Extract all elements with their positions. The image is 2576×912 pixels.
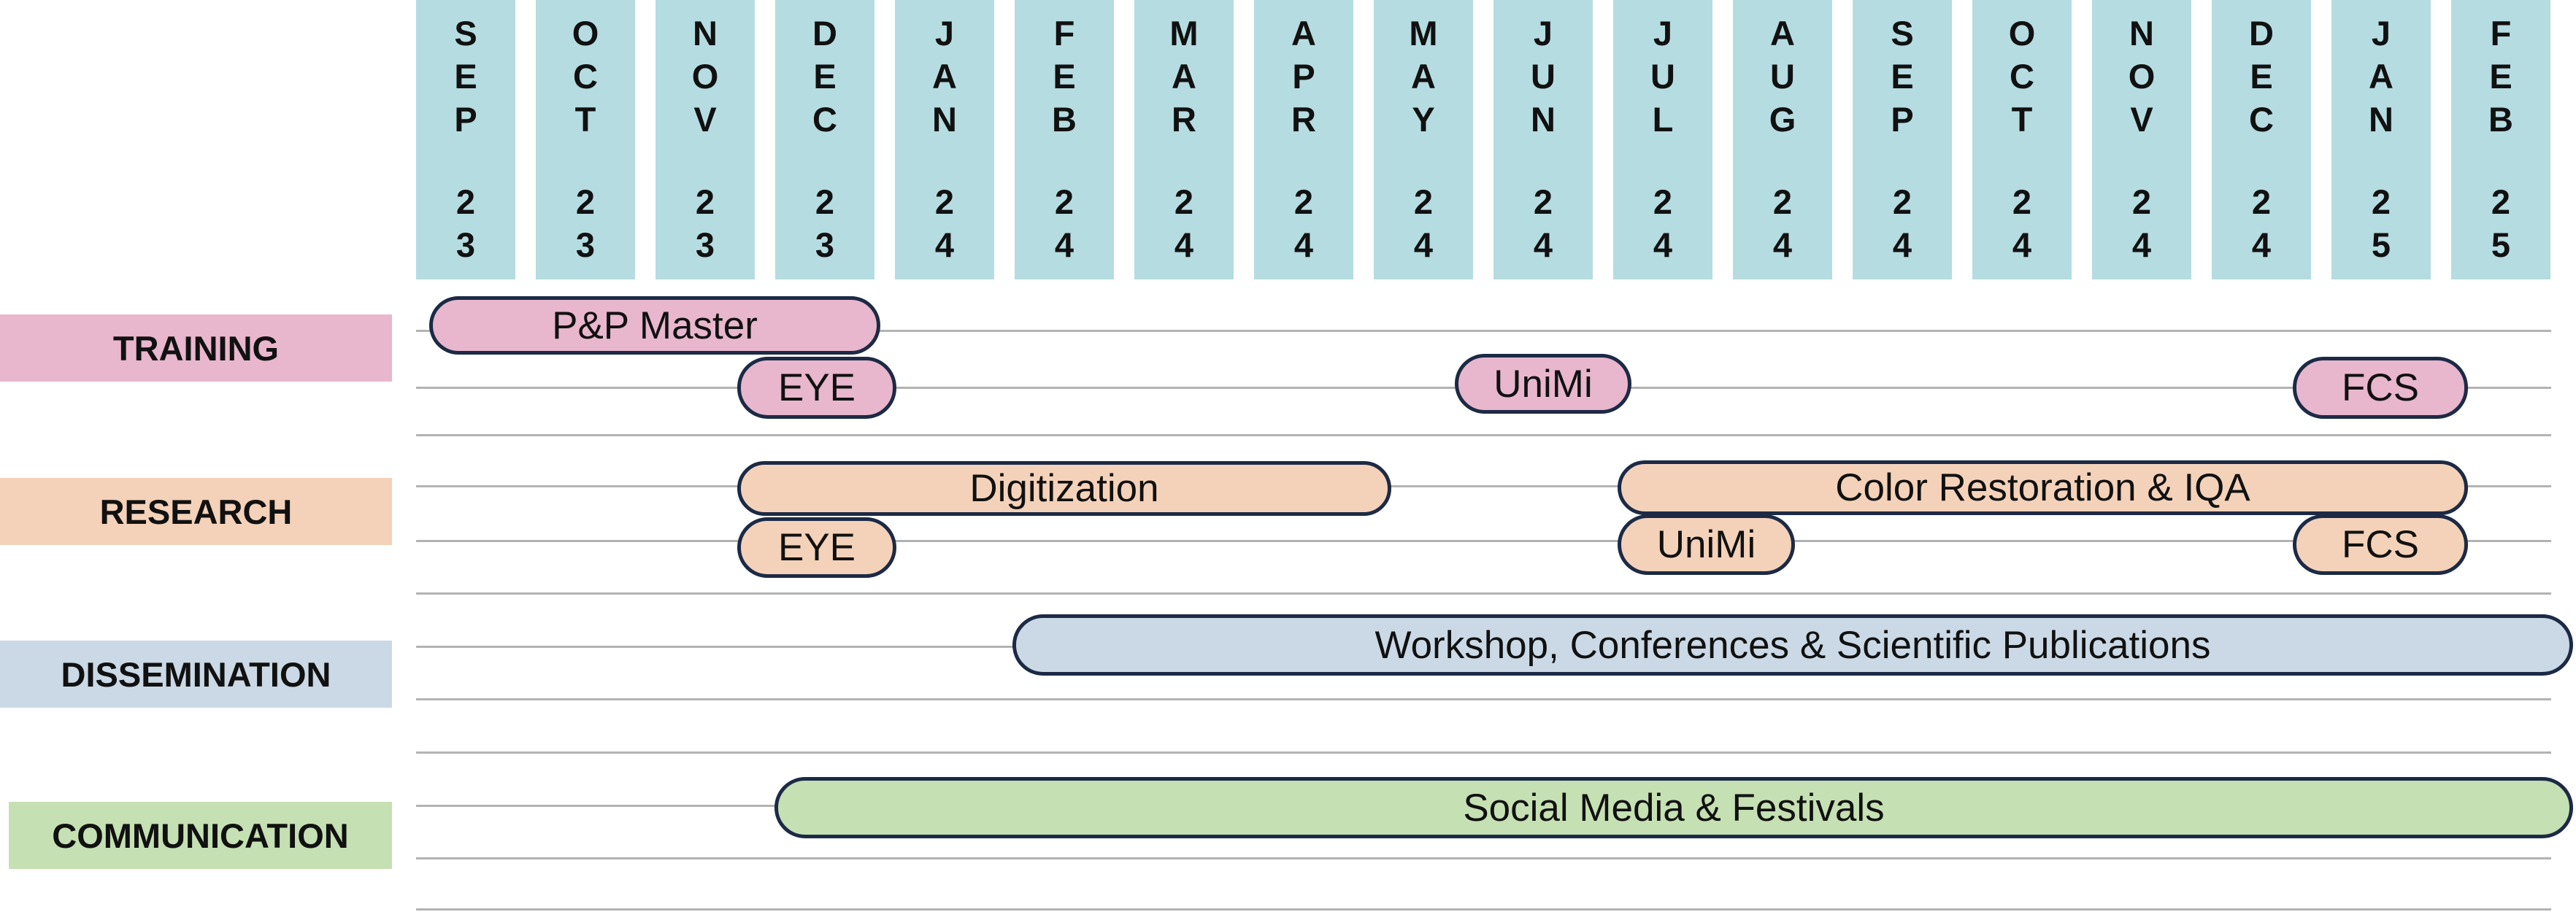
year-label: 2 4 xyxy=(1653,182,1673,264)
month-label: M A R xyxy=(1169,14,1199,139)
communication-bar-social-media-festivals: Social Media & Festivals xyxy=(774,777,2573,838)
year-label: 2 4 xyxy=(1533,182,1553,264)
grid-line xyxy=(416,908,2551,911)
month-label: J A N xyxy=(932,14,957,139)
grid-line xyxy=(416,592,2551,595)
month-header-nov-24: N O V 2 4 xyxy=(2092,0,2191,279)
research-bar-eye: EYE xyxy=(737,517,896,578)
year-label: 2 4 xyxy=(1413,182,1434,264)
research-bar-unimi: UniMi xyxy=(1618,514,1795,575)
month-label: F E B xyxy=(2488,14,2513,139)
month-label: N O V xyxy=(2128,14,2156,139)
month-header-sep-23: S E P 2 3 xyxy=(416,0,515,279)
category-communication: COMMUNICATION xyxy=(9,802,392,869)
year-label: 2 3 xyxy=(695,182,715,264)
year-label: 2 4 xyxy=(934,182,955,264)
month-header-jun-24: J U N 2 4 xyxy=(1493,0,1593,279)
dissemination-bar-workshop-conferences-scientific-publications: Workshop, Conferences & Scientific Publi… xyxy=(1012,614,2573,676)
bar-label: FCS xyxy=(2342,366,2419,409)
month-label: S E P xyxy=(1891,14,1914,139)
month-label: S E P xyxy=(454,14,477,139)
month-header-jan-25: J A N 2 5 xyxy=(2331,0,2431,279)
grid-line xyxy=(416,857,2551,859)
bar-label: EYE xyxy=(777,366,856,409)
month-header-mar-24: M A R 2 4 xyxy=(1134,0,1234,279)
grid-line xyxy=(416,540,2551,542)
month-header-aug-24: A U G 2 4 xyxy=(1733,0,1832,279)
grid-line xyxy=(416,698,2551,700)
month-header-jan-24: J A N 2 4 xyxy=(895,0,994,279)
month-label: D E C xyxy=(812,14,837,139)
grid-line xyxy=(416,751,2551,754)
month-header-feb-24: F E B 2 4 xyxy=(1015,0,1114,279)
month-label: O C T xyxy=(572,14,599,139)
bar-label: Workshop, Conferences & Scientific Publi… xyxy=(1374,623,2211,667)
category-training: TRAINING xyxy=(0,314,392,382)
bar-label: FCS xyxy=(2342,523,2419,566)
bar-label: UniMi xyxy=(1493,362,1593,406)
year-label: 2 5 xyxy=(2491,182,2511,264)
month-header-oct-23: O C T 2 3 xyxy=(536,0,635,279)
month-label: O C T xyxy=(2008,14,2036,139)
bar-label: Social Media & Festivals xyxy=(1463,786,1885,830)
bar-label: UniMi xyxy=(1656,523,1756,566)
category-research: RESEARCH xyxy=(0,478,392,545)
month-label: F E B xyxy=(1052,14,1077,139)
bar-label: Digitization xyxy=(969,467,1159,510)
month-label: A U G xyxy=(1769,14,1796,139)
bar-label: Color Restoration & IQA xyxy=(1835,466,2250,509)
grid-line xyxy=(416,485,2551,487)
month-label: D E C xyxy=(2249,14,2274,139)
month-label: J U L xyxy=(1650,14,1675,139)
month-header-feb-25: F E B 2 5 xyxy=(2451,0,2550,279)
month-header-dec-24: D E C 2 4 xyxy=(2212,0,2311,279)
research-bar-color-restoration-iqa: Color Restoration & IQA xyxy=(1618,460,2468,515)
bar-label: P&P Master xyxy=(552,304,758,347)
grid-line xyxy=(416,330,2551,332)
research-bar-fcs: FCS xyxy=(2293,514,2468,575)
month-header-sep-24: S E P 2 4 xyxy=(1853,0,1952,279)
month-header-nov-23: N O V 2 3 xyxy=(655,0,755,279)
year-label: 2 3 xyxy=(455,182,476,264)
month-header-may-24: M A Y 2 4 xyxy=(1374,0,1473,279)
year-label: 2 5 xyxy=(2371,182,2391,264)
month-header-jul-24: J U L 2 4 xyxy=(1613,0,1712,279)
year-label: 2 4 xyxy=(2251,182,2272,264)
month-label: M A Y xyxy=(1409,14,1438,139)
year-label: 2 3 xyxy=(575,182,596,264)
month-header-dec-23: D E C 2 3 xyxy=(775,0,874,279)
month-label: J U N xyxy=(1531,14,1556,139)
training-bar-p-p-master: P&P Master xyxy=(429,296,880,355)
month-label: A P R xyxy=(1291,14,1316,139)
year-label: 2 4 xyxy=(1892,182,1912,264)
month-label: J A N xyxy=(2369,14,2394,139)
training-bar-fcs: FCS xyxy=(2293,357,2468,419)
training-bar-eye: EYE xyxy=(737,357,896,419)
year-label: 2 3 xyxy=(815,182,835,264)
year-label: 2 4 xyxy=(1054,182,1074,264)
training-bar-unimi: UniMi xyxy=(1455,354,1631,414)
year-label: 2 4 xyxy=(2131,182,2152,264)
category-dissemination: DISSEMINATION xyxy=(0,641,392,708)
year-label: 2 4 xyxy=(1772,182,1793,264)
year-label: 2 4 xyxy=(1293,182,1314,264)
research-bar-digitization: Digitization xyxy=(737,461,1391,516)
year-label: 2 4 xyxy=(1174,182,1194,264)
bar-label: EYE xyxy=(777,526,856,569)
month-label: N O V xyxy=(691,14,719,139)
year-label: 2 4 xyxy=(2012,182,2032,264)
grid-line xyxy=(416,434,2551,436)
month-header-oct-24: O C T 2 4 xyxy=(1972,0,2072,279)
month-header-apr-24: A P R 2 4 xyxy=(1254,0,1353,279)
